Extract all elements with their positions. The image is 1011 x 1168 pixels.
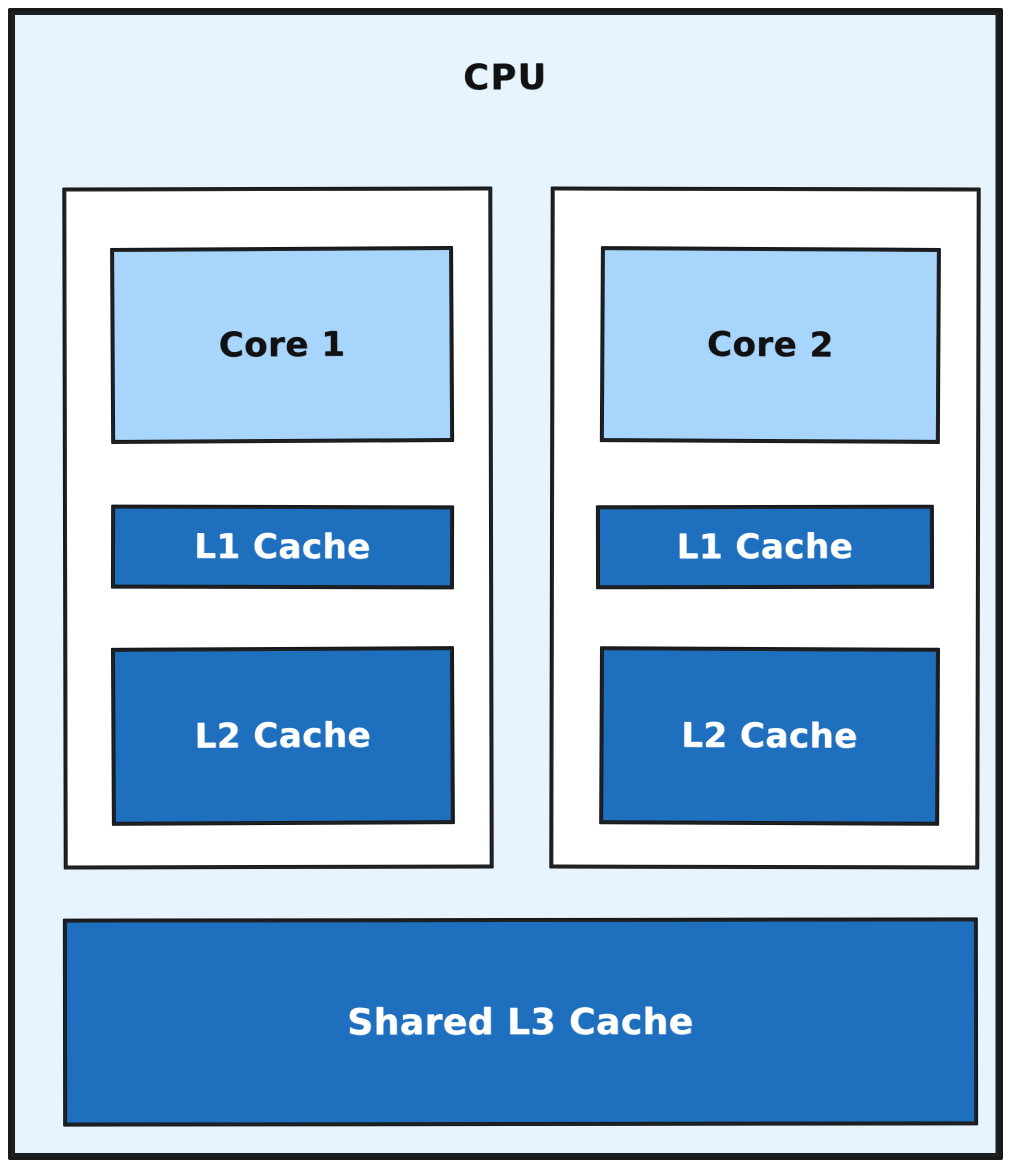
core-1-l1-cache-label: L1 Cache [194, 526, 371, 568]
core-2-l2-cache-box[interactable]: L2 Cache [599, 646, 940, 826]
core-1-l2-cache-label: L2 Cache [194, 715, 372, 757]
core-2-label: Core 2 [706, 324, 834, 366]
core-group-1: Core 1 L1 Cache L2 Cache [62, 186, 494, 870]
shared-l3-cache-label: Shared L3 Cache [347, 1001, 694, 1043]
core-2-box[interactable]: Core 2 [599, 246, 941, 444]
shared-l3-cache-box[interactable]: Shared L3 Cache [62, 917, 979, 1127]
core-2-l1-cache-box[interactable]: L1 Cache [595, 504, 935, 590]
cpu-title: CPU [463, 57, 548, 99]
core-2-l1-cache-label: L1 Cache [676, 526, 854, 568]
cpu-container: CPU Core 1 L1 Cache L2 Cache Core 2 L1 C… [8, 8, 1003, 1160]
core-2-l2-cache-label: L2 Cache [681, 715, 858, 757]
core-1-label: Core 1 [218, 324, 346, 366]
core-1-l1-cache-box[interactable]: L1 Cache [110, 504, 455, 590]
core-1-l2-cache-box[interactable]: L2 Cache [110, 646, 455, 826]
core-group-2: Core 2 L1 Cache L2 Cache [549, 186, 981, 870]
core-1-box[interactable]: Core 1 [110, 246, 455, 444]
